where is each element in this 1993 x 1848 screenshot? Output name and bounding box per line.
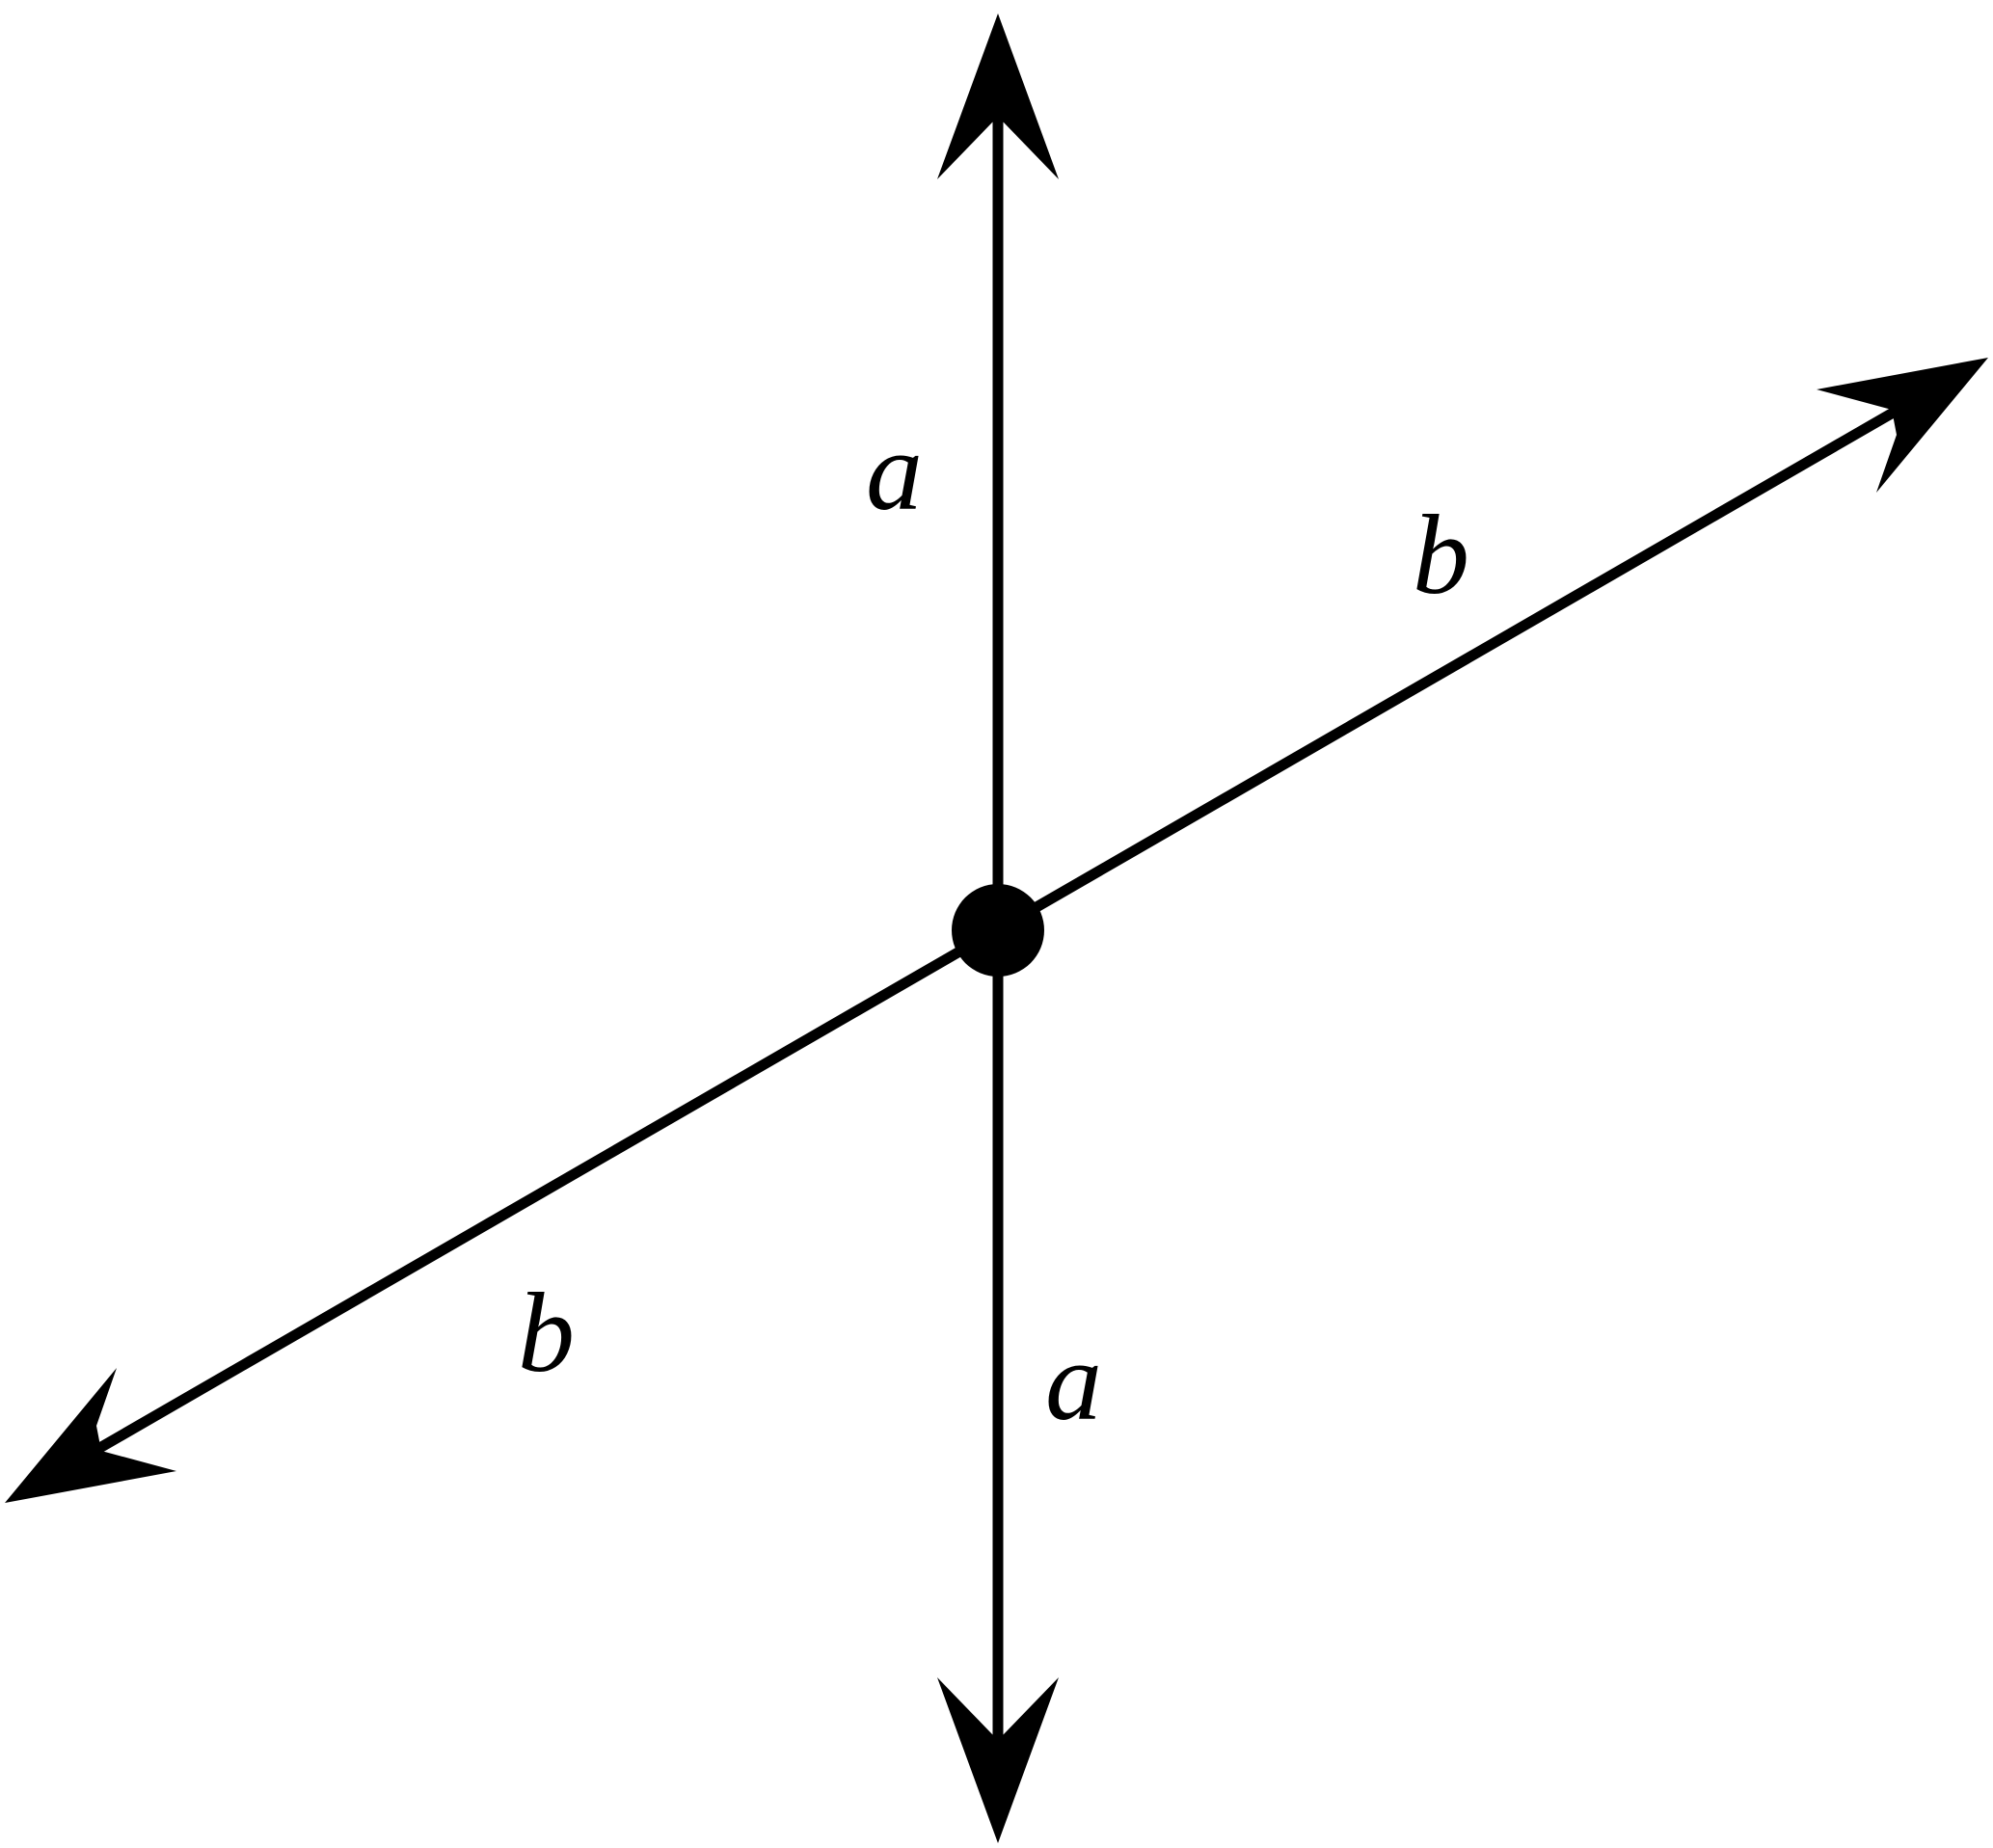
- line-b-arrowhead-upper-right: [1817, 358, 1988, 493]
- line-b-label-upper: b: [1413, 492, 1469, 618]
- line-a-arrowhead-up: [937, 13, 1059, 179]
- line-a-arrowhead-down: [937, 1677, 1059, 1843]
- line-a-label-lower: a: [1045, 1318, 1102, 1444]
- line-b-label-lower: b: [518, 1270, 575, 1396]
- line-b-arrowhead-lower-left: [5, 1368, 176, 1503]
- line-a-label-upper: a: [866, 408, 923, 534]
- intersection-point: [952, 884, 1044, 977]
